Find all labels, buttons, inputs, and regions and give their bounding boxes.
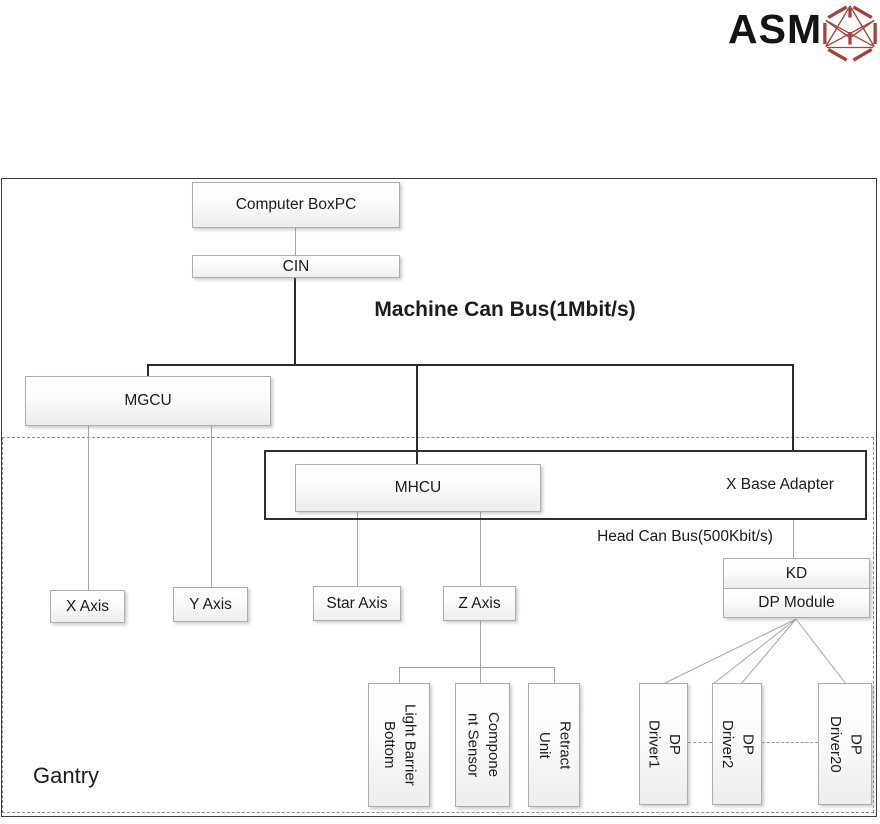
node-z-axis: Z Axis: [443, 586, 516, 621]
computer-cin-line: [295, 228, 296, 255]
gantry-label: Gantry: [33, 763, 100, 788]
mgcu-yaxis-line: [211, 426, 212, 588]
mhcu-zaxis-line: [480, 512, 481, 587]
node-component-sensor: Compone nt Sensor: [455, 683, 510, 807]
node-dp-driver1: DP Driver1: [639, 683, 688, 805]
node-star-axis: Star Axis: [313, 586, 401, 621]
node-cin: CIN: [192, 255, 400, 278]
node-dp-driver2-label: DP Driver2: [719, 719, 757, 769]
branch-sensor-line: [480, 667, 481, 683]
mhcu-staraxis-line: [357, 512, 358, 587]
bus-to-mgcu-line: [147, 364, 149, 377]
zaxis-branch-line: [399, 667, 555, 668]
bus-to-mhcu-line: [416, 364, 418, 465]
branch-retract-line: [554, 667, 555, 683]
mgcu-xaxis-line: [88, 426, 89, 591]
node-dp-driver20-label: DP Driver20: [827, 715, 865, 773]
node-dp-driver1-label: DP Driver1: [645, 719, 683, 769]
node-mhcu: MHCU: [295, 464, 541, 512]
driver2-driver20-dashed-line: [762, 742, 818, 743]
head-can-bus-label: Head Can Bus(500Kbit/s): [597, 528, 773, 545]
node-kd: KD: [723, 558, 870, 589]
node-dp-driver20: DP Driver20: [818, 683, 872, 805]
driver1-driver2-dashed-line: [688, 742, 712, 743]
bus-to-adapter-line: [792, 364, 794, 451]
zaxis-down-line: [480, 621, 481, 667]
node-light-barrier-bottom: Light Barrier Bottom: [368, 683, 430, 807]
adapter-kd-line: [793, 520, 794, 558]
machine-can-bus-label: Machine Can Bus(1Mbit/s): [374, 298, 636, 321]
x-base-adapter-label: X Base Adapter: [726, 476, 834, 493]
node-retract-unit: Retract Unit: [528, 683, 580, 807]
node-mgcu: MGCU: [25, 376, 271, 426]
asm-logo-text: ASM: [728, 6, 823, 52]
node-component-sensor-label: Compone nt Sensor: [464, 712, 502, 778]
node-y-axis: Y Axis: [173, 587, 248, 622]
machine-boundary: [1, 178, 877, 817]
node-retract-unit-label: Retract Unit: [536, 720, 574, 770]
node-computer-boxpc: Computer BoxPC: [192, 182, 400, 228]
node-dp-driver2: DP Driver2: [712, 683, 762, 805]
gantry-boundary: [2, 437, 874, 813]
asm-logo-icon: [823, 5, 877, 62]
branch-lightbarrier-line: [399, 667, 400, 683]
node-x-axis: X Axis: [50, 590, 125, 623]
node-dp-module: DP Module: [723, 588, 870, 618]
x-base-adapter-container: [264, 450, 867, 520]
node-light-barrier-bottom-label: Light Barrier Bottom: [381, 704, 419, 786]
cin-bus-drop-line: [294, 278, 296, 366]
machine-bus-line: [147, 364, 794, 366]
